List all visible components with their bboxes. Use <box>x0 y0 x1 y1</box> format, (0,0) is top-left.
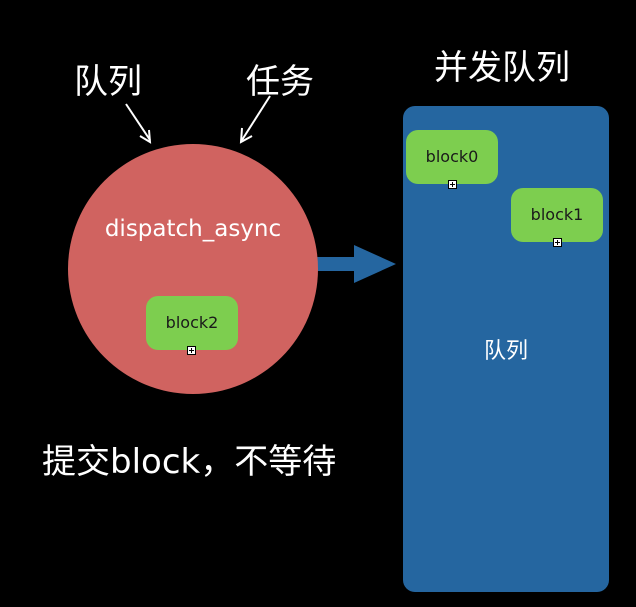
concurrent-queue-box: 队列 <box>403 106 609 592</box>
queue-box-label: 队列 <box>483 339 528 364</box>
block-2-expand-icon[interactable] <box>187 346 196 355</box>
flow-arrow <box>316 245 396 283</box>
block-1[interactable]: block1 <box>511 188 603 242</box>
flow-arrow-shaft <box>316 257 362 271</box>
flow-arrow-head <box>354 245 396 283</box>
dispatch-async-circle: dispatch_async <box>68 144 318 394</box>
concurrent-queue-title: 并发队列 <box>434 48 570 88</box>
task-label: 任务 <box>246 62 314 102</box>
queue-pointer-arrowhead <box>139 129 152 144</box>
queue-pointer-arrow <box>125 103 151 141</box>
task-pointer-arrow <box>241 95 271 141</box>
caption: 提交block，不等待 <box>42 442 337 482</box>
block-0-expand-icon[interactable] <box>448 180 457 189</box>
block-2[interactable]: block2 <box>146 296 238 350</box>
queue-label: 队列 <box>74 62 142 102</box>
task-pointer-arrowhead <box>239 127 253 144</box>
dispatch-async-label: dispatch_async <box>104 216 282 242</box>
pointer-arrows <box>125 95 271 144</box>
block-1-expand-icon[interactable] <box>553 238 562 247</box>
block-0[interactable]: block0 <box>406 130 498 184</box>
